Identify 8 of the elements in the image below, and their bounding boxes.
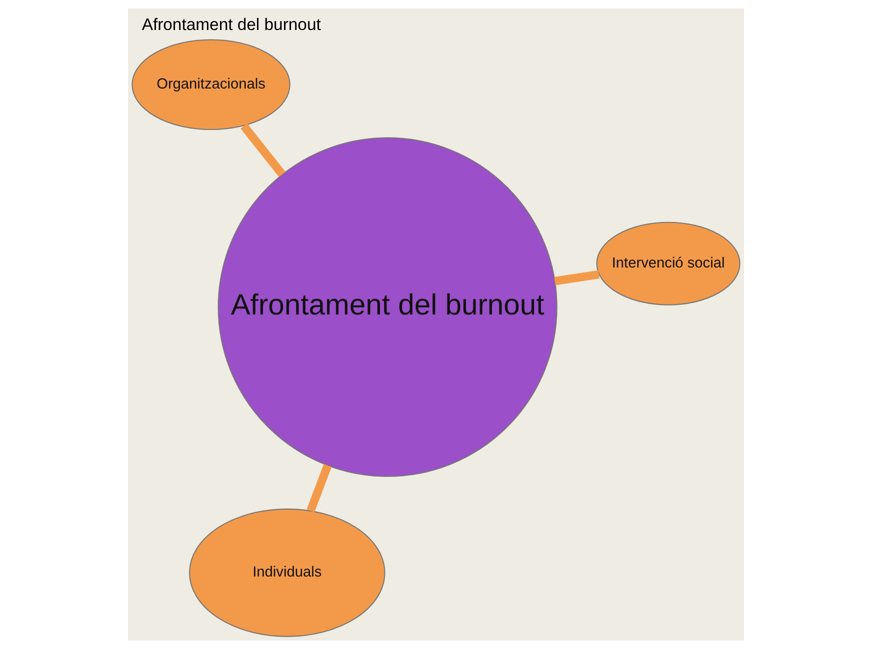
diagram-title: Afrontament del burnout bbox=[141, 15, 320, 34]
connector bbox=[554, 270, 600, 286]
node-ellipse: Intervenció social bbox=[596, 222, 740, 306]
connector bbox=[306, 464, 332, 512]
node-ellipse: Individuals bbox=[188, 508, 385, 637]
node-ellipse: Organitzacionals bbox=[131, 39, 290, 130]
connector bbox=[240, 123, 286, 177]
node-circle: Afrontament del burnout bbox=[217, 137, 557, 477]
